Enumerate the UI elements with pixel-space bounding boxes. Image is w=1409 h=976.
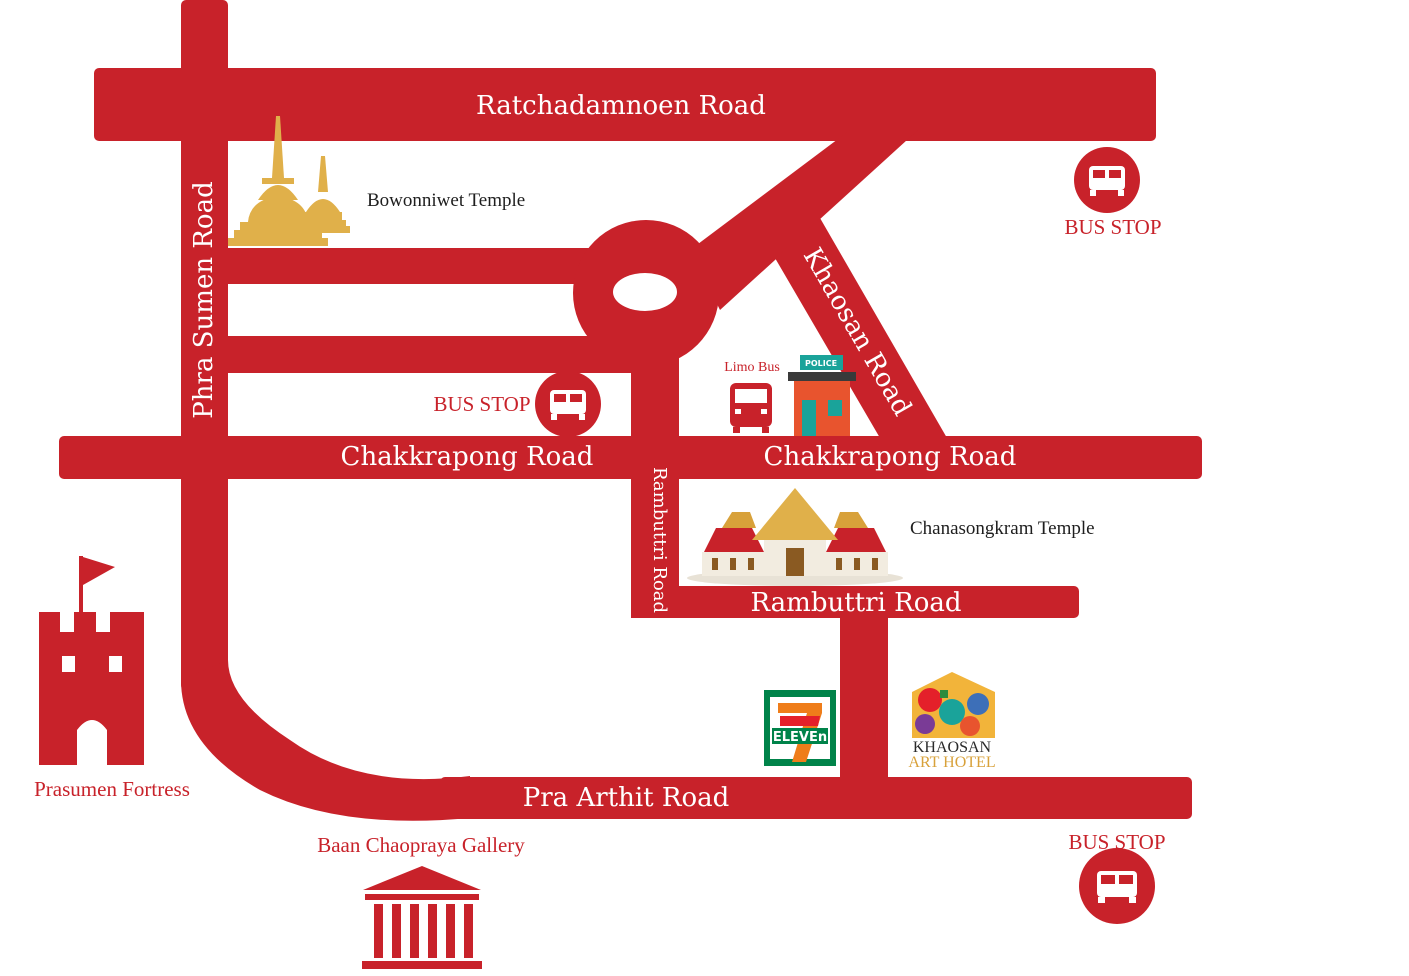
rambuttri-road-label: Rambuttri Road [751,588,962,618]
temple-icon [228,116,350,246]
bus-stop-spur [200,336,632,373]
seven-eleven-text: ELEVEn [773,730,827,745]
chakkrapong-road-label-west: Chakkrapong Road [341,442,594,472]
rambuttri-vertical-road-label: Rambuttri Road [649,467,670,613]
pra-arthit-road-label: Pra Arthit Road [523,783,730,813]
chakkrapong-road [59,436,1202,479]
police-station-icon: POLICE [788,355,856,436]
hotel-logo: KHAOSAN ART HOTEL [908,672,996,771]
limo-bus: Limo Bus [724,360,780,433]
chanasongkram-temple-label: Chanasongkram Temple [910,518,1095,539]
road-network [59,0,1202,821]
bus-stop-central: BUS STOP [433,371,601,437]
bus-icon [730,383,772,433]
roundabout-island [613,273,677,311]
baan-chaopraya-gallery-label: Baan Chaopraya Gallery [317,833,525,857]
prasumen-fortress-label: Prasumen Fortress [34,777,190,801]
seven-eleven-logo: ELEVEn [764,690,836,766]
chakkrapong-road-label-east: Chakkrapong Road [764,442,1017,472]
diagonal-road [690,130,918,310]
pra-arthit-road [440,777,1192,819]
hotel-name-line2: ART HOTEL [908,754,995,771]
temple-icon [687,488,903,586]
khaosan-road [775,218,947,438]
phra-sumen-curve [181,660,470,821]
phra-sumen-road-label: Phra Sumen Road [189,181,219,418]
bus-stop-northeast: BUS STOP [1064,147,1162,239]
fortress-icon [39,556,144,765]
bowonniwet-temple-label: Bowonniwet Temple [367,190,525,211]
rambuttri-arthit-connector [840,600,888,790]
hotel-name-line1: KHAOSAN [913,739,992,756]
limo-bus-label: Limo Bus [724,360,780,375]
bus-stop-southeast: BUS STOP [1068,830,1166,924]
gallery-icon [362,866,482,969]
bus-stop-central-label: BUS STOP [433,392,530,416]
upper-connector-road [200,248,620,284]
bus-stop-northeast-label: BUS STOP [1064,215,1161,239]
police-sign-label: POLICE [805,359,837,368]
ratchadamnoen-road-label: Ratchadamnoen Road [476,91,766,121]
ratchadamnoen-road [94,68,1156,141]
